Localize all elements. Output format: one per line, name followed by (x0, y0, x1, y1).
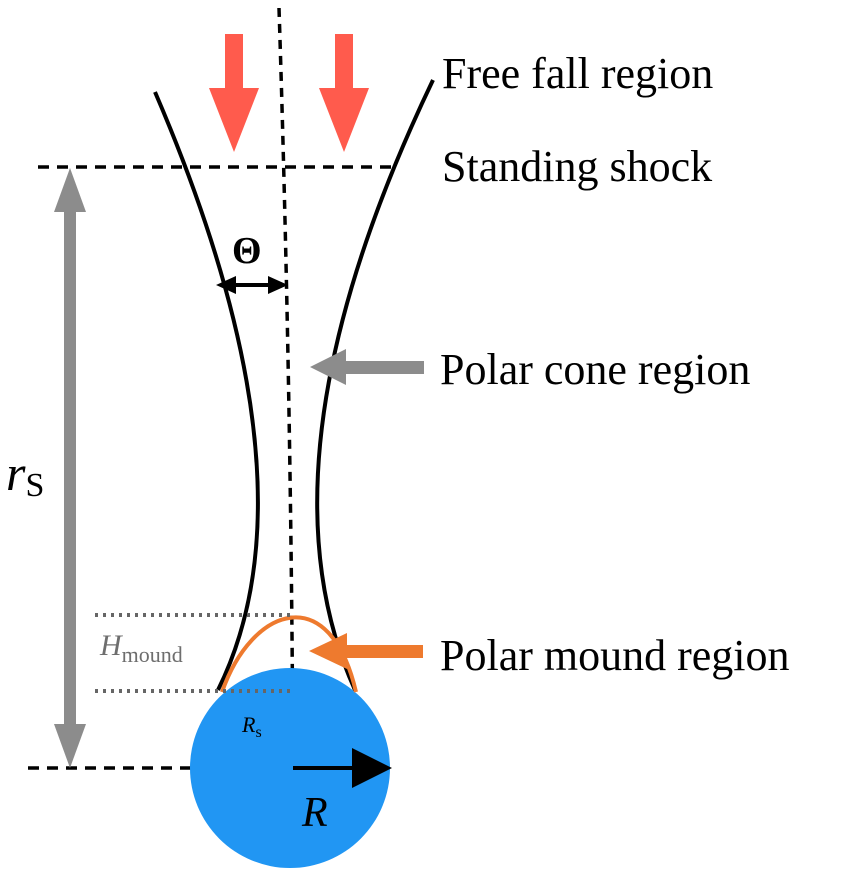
cone-boundary-right (315, 79, 435, 691)
inflow-arrow-left (209, 34, 259, 152)
polar-axis (277, 7, 295, 771)
star-radius-label: Rs (241, 712, 262, 741)
theta-arrow (216, 276, 288, 294)
star (190, 668, 390, 868)
free-fall-label: Free fall region (442, 49, 713, 98)
inflow-arrow-right (319, 34, 369, 152)
polar-mound-pointer (309, 633, 423, 669)
mound-height-label: Hmound (99, 629, 183, 667)
shock-radius-label: rS (6, 445, 44, 504)
polar-cone-pointer (310, 349, 424, 385)
cone-boundary-left (153, 91, 260, 691)
theta-label: Θ (232, 230, 262, 272)
standing-shock-label: Standing shock (442, 142, 712, 191)
polar-cone-label: Polar cone region (440, 345, 750, 394)
shock-radius-arrow (54, 168, 86, 768)
polar-mound-label: Polar mound region (440, 631, 790, 680)
radius-label: R (301, 790, 328, 836)
